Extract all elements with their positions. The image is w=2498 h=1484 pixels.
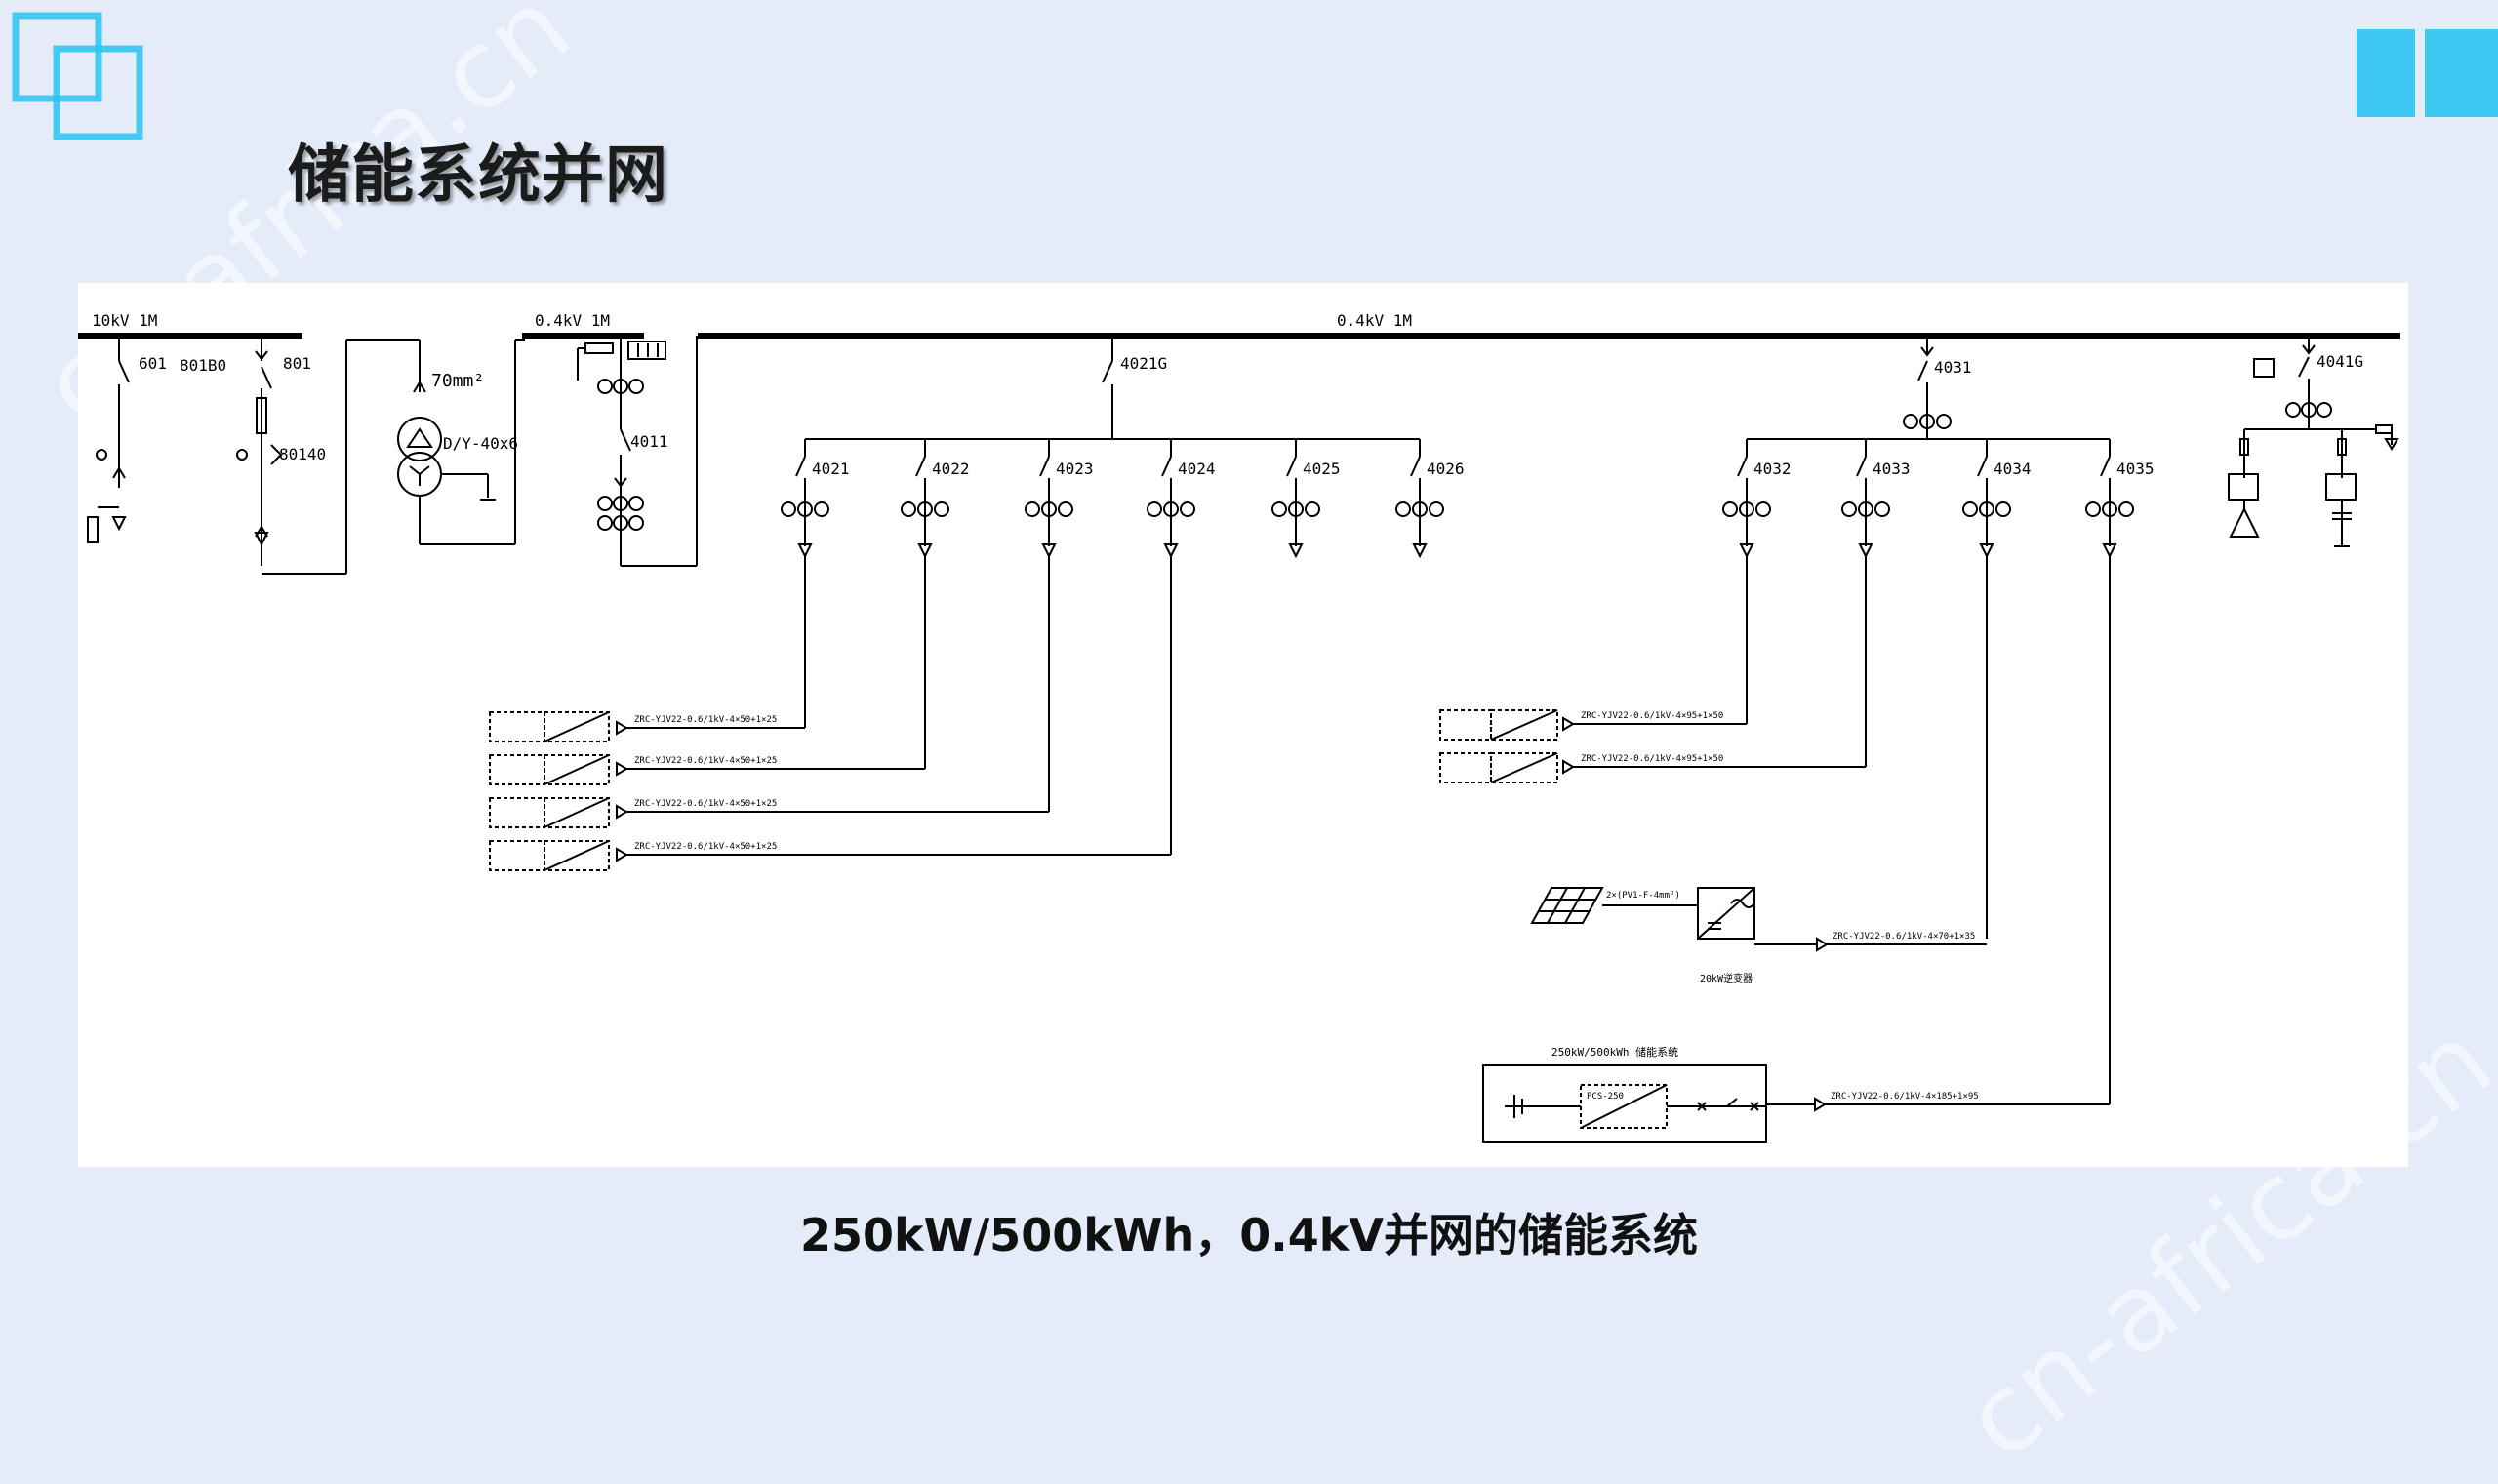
ess-title: 250kW/500kWh 储能系统 bbox=[1551, 1045, 1678, 1059]
ess-container: 250kW/500kWh 储能系统 PCS-250 bbox=[1482, 1045, 1767, 1143]
feeder-4025: 4025 bbox=[1271, 439, 1341, 559]
battery-unit-1: ZRC-YJV22-0.6/1kV-4×50+1×25 bbox=[489, 711, 805, 742]
switch-80140-label: 80140 bbox=[279, 445, 326, 463]
bus-04kv-a-label: 0.4kV 1M bbox=[535, 311, 610, 330]
cable-a-1: ZRC-YJV22-0.6/1kV-4×50+1×25 bbox=[634, 715, 777, 725]
feeder-4041g: 4041G bbox=[2228, 336, 2399, 547]
hv-feeder-801: 801B0 801 80140 bbox=[180, 336, 420, 575]
pv-dc-cable: 2×(PV1-F-4mm²) bbox=[1606, 891, 1680, 901]
feeder-4021-label: 4021 bbox=[812, 460, 850, 478]
battery-unit-2: ZRC-YJV22-0.6/1kV-4×50+1×25 bbox=[489, 754, 925, 785]
corner-bars-icon bbox=[2357, 29, 2498, 117]
hv-feeder-601: 601 bbox=[87, 336, 167, 543]
feeder-4033: 4033 bbox=[1841, 439, 1911, 559]
feeder-group-b: 4031 bbox=[1747, 336, 2110, 440]
battery-unit-3: ZRC-YJV22-0.6/1kV-4×50+1×25 bbox=[489, 797, 1049, 828]
feeder-4035-label: 4035 bbox=[2116, 460, 2155, 478]
pcs-label: PCS-250 bbox=[1587, 1092, 1624, 1102]
feeder-4024: 4024 bbox=[1147, 439, 1216, 559]
switch-4011-label: 4011 bbox=[630, 432, 668, 451]
transformer: 70mm² D/Y-40x6 bbox=[397, 339, 525, 545]
feeder-4021: 4021 bbox=[781, 439, 850, 559]
feeder-4033-label: 4033 bbox=[1873, 460, 1911, 478]
feeder-4032-label: 4032 bbox=[1753, 460, 1792, 478]
battery-unit-5: ZRC-YJV22-0.6/1kV-4×95+1×50 bbox=[1439, 709, 1747, 741]
cable-b-1: ZRC-YJV22-0.6/1kV-4×95+1×50 bbox=[1581, 711, 1723, 721]
feeder-4022: 4022 bbox=[901, 439, 970, 559]
switch-801-label: 801 bbox=[283, 354, 311, 373]
cable-a-3: ZRC-YJV22-0.6/1kV-4×50+1×25 bbox=[634, 799, 777, 809]
feeder-4023-label: 4023 bbox=[1056, 460, 1094, 478]
battery-unit-4: ZRC-YJV22-0.6/1kV-4×50+1×25 bbox=[489, 840, 1171, 871]
feeder-4026: 4026 bbox=[1395, 439, 1465, 559]
pv-inverter-label: 20kW逆变器 bbox=[1700, 972, 1753, 984]
switch-4031-label: 4031 bbox=[1934, 358, 1972, 377]
feeder-4026-label: 4026 bbox=[1427, 460, 1465, 478]
page-title: 储能系统并网 bbox=[288, 140, 668, 212]
bus-10kv-label: 10kV 1M bbox=[92, 311, 157, 330]
feeder-4034: 4034 bbox=[1962, 439, 2032, 559]
feeder-4023: 4023 bbox=[1025, 439, 1094, 559]
switch-4021g-label: 4021G bbox=[1120, 354, 1167, 373]
feeder-4022-label: 4022 bbox=[932, 460, 970, 478]
battery-unit-6: ZRC-YJV22-0.6/1kV-4×95+1×50 bbox=[1439, 752, 1866, 783]
transformer-cable-label: 70mm² bbox=[431, 371, 484, 391]
transformer-rating-label: D/Y-40x6 bbox=[443, 434, 518, 453]
corner-squares-icon bbox=[12, 12, 143, 140]
single-line-diagram: 10kV 1M 0.4kV 1M 0.4kV 1M 601 801B0 801 … bbox=[78, 283, 2408, 1167]
feeder-4032: 4032 bbox=[1722, 439, 1792, 559]
feeder-4025-label: 4025 bbox=[1303, 460, 1341, 478]
switch-801b0-label: 801B0 bbox=[180, 356, 226, 375]
cable-a-4: ZRC-YJV22-0.6/1kV-4×50+1×25 bbox=[634, 842, 777, 852]
feeder-4024-label: 4024 bbox=[1178, 460, 1216, 478]
pv-array-icon bbox=[1530, 887, 1604, 924]
ess-cable-label: ZRC-YJV22-0.6/1kV-4×185+1×95 bbox=[1831, 1092, 1979, 1102]
diagram-caption: 250kW/500kWh，0.4kV并网的储能系统 bbox=[800, 1209, 1698, 1262]
feeder-4035: 4035 bbox=[2085, 439, 2155, 559]
feeder-group-a: 4021G bbox=[805, 336, 1420, 440]
cable-b-2: ZRC-YJV22-0.6/1kV-4×95+1×50 bbox=[1581, 754, 1723, 764]
switch-4041g-label: 4041G bbox=[2317, 352, 2363, 371]
switch-601-label: 601 bbox=[139, 354, 167, 373]
cable-a-2: ZRC-YJV22-0.6/1kV-4×50+1×25 bbox=[634, 756, 777, 766]
pv-cable-label: ZRC-YJV22-0.6/1kV-4×70+1×35 bbox=[1833, 932, 1975, 942]
incomer-4011: 4011 bbox=[577, 336, 698, 567]
feeder-4034-label: 4034 bbox=[1994, 460, 2032, 478]
pv-inverter-icon bbox=[1697, 887, 1755, 940]
bus-04kv-b-label: 0.4kV 1M bbox=[1337, 311, 1412, 330]
